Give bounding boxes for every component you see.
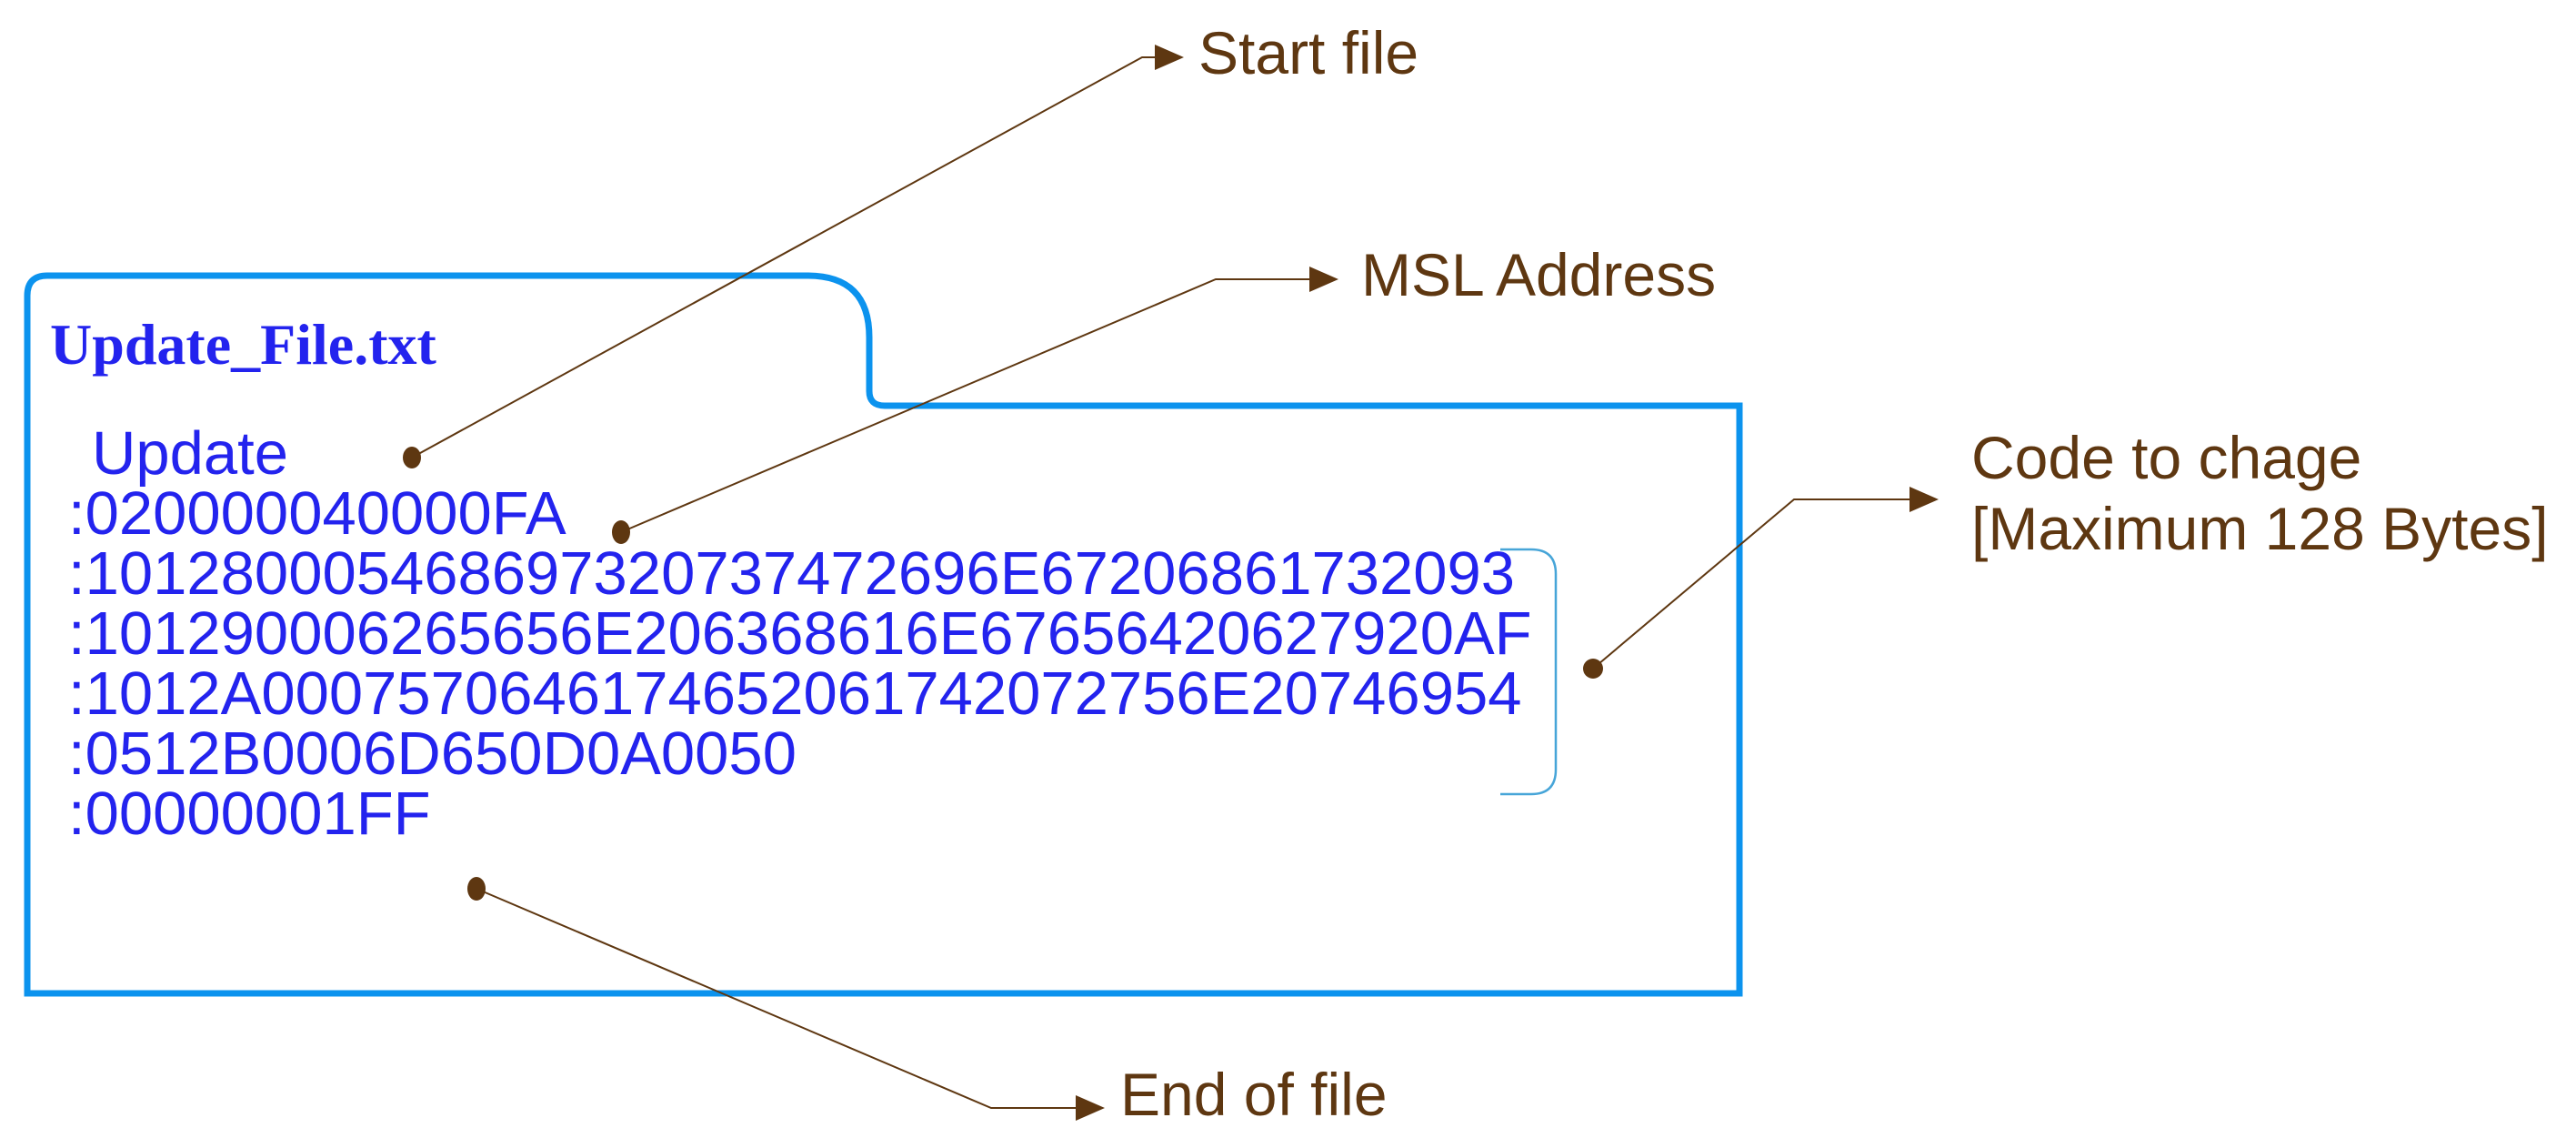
anchor-dot-msl-address — [612, 520, 630, 544]
leader-line-code-to-change — [1592, 498, 1909, 670]
label-code-to-change: Code to chage — [1971, 424, 2362, 491]
file-line-data-record-1: :101280005468697320737472696E67206861732… — [68, 539, 1516, 608]
file-line-data-record-3: :1012A0007570646174652061742072756E20746… — [68, 660, 1522, 728]
file-line-update: Update — [92, 419, 289, 488]
leader-line-msl-address — [620, 278, 1309, 533]
arrowhead-icon-end-of-file — [1076, 1095, 1105, 1121]
code-group-bracket — [1500, 548, 1558, 796]
file-line-msl-address-record: :020000040000FA — [68, 479, 566, 548]
label-msl-address: MSL Address — [1361, 241, 1717, 308]
arrowhead-icon-code-to-change — [1909, 487, 1939, 512]
label-code-to-change-note: [Maximum 128 Bytes] — [1971, 495, 2549, 562]
file-line-data-record-4: :0512B0006D650D0A0050 — [68, 720, 797, 788]
file-line-eof-record: :00000001FF — [68, 780, 431, 848]
file-folder-outline — [24, 272, 1743, 997]
arrowhead-icon-msl-address — [1309, 267, 1338, 292]
anchor-dot-start-file — [403, 447, 421, 468]
anchor-dot-end-of-file — [467, 877, 486, 901]
anchor-dot-code-to-change — [1583, 659, 1603, 679]
leader-line-end-of-file — [476, 888, 1076, 1109]
label-start-file: Start file — [1198, 19, 1419, 86]
leader-line-start-file — [411, 56, 1157, 458]
file-content: Update :020000040000FA :1012800054686973… — [68, 419, 1532, 848]
file-name-title: Update_File.txt — [50, 312, 436, 377]
arrowhead-icon-start-file — [1155, 45, 1184, 70]
file-line-data-record-2: :101290006265656E206368616E6765642062792… — [68, 599, 1532, 668]
label-end-of-file: End of file — [1120, 1061, 1388, 1128]
